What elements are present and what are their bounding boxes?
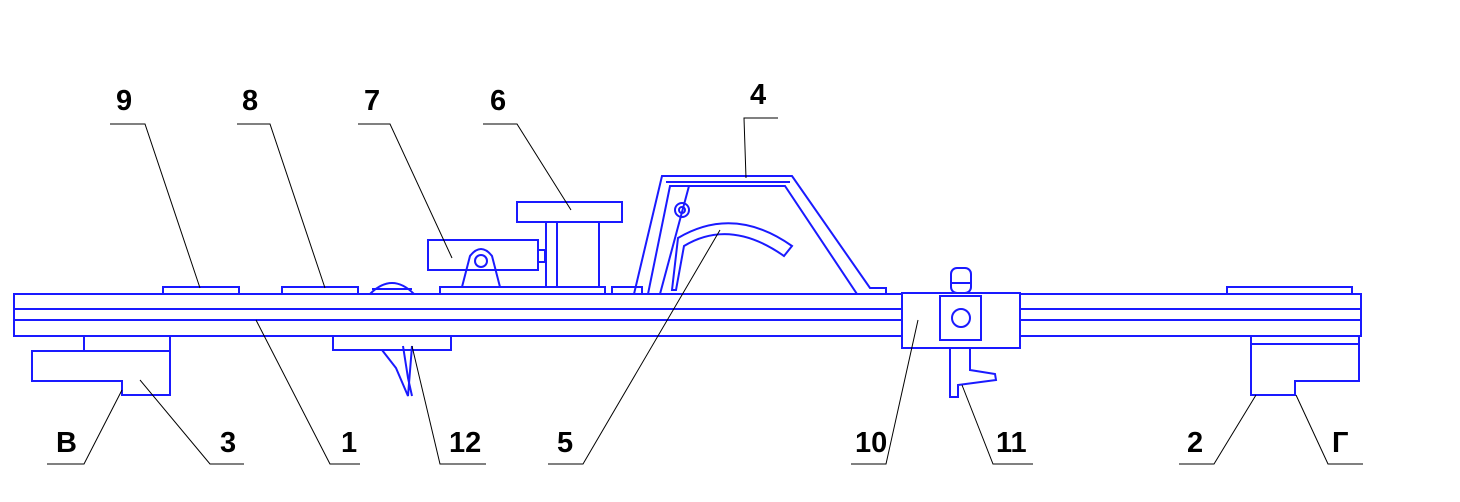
part-12-clamp <box>332 335 457 397</box>
label-2: 2 <box>1187 427 1203 459</box>
part-5-lever <box>670 222 794 291</box>
part-7-block <box>427 239 546 288</box>
rail <box>13 293 1362 337</box>
label-7: 7 <box>364 85 380 117</box>
base-plate <box>439 286 606 295</box>
part-4-housing <box>611 175 887 295</box>
plate-8 <box>281 286 359 295</box>
label-4: 4 <box>750 79 766 111</box>
right-top-plate <box>1226 286 1353 295</box>
leader-lines <box>47 117 1363 465</box>
label-6: 6 <box>490 85 506 117</box>
label-10: 10 <box>855 427 887 459</box>
left-support <box>31 335 171 396</box>
label-12: 12 <box>449 427 481 459</box>
plate-9 <box>162 286 240 295</box>
label-b: В <box>56 427 77 459</box>
label-3: 3 <box>220 427 236 459</box>
part-11-pawl <box>949 348 998 398</box>
dome-knob <box>369 282 415 295</box>
label-11: 11 <box>996 427 1027 459</box>
callout-labels: 9 8 7 6 4 В 3 1 12 5 10 11 2 Г <box>56 79 1348 459</box>
label-8: 8 <box>242 85 258 117</box>
part-6-post <box>516 201 623 288</box>
label-5: 5 <box>557 427 573 459</box>
label-9: 9 <box>116 85 132 117</box>
label-g: Г <box>1332 427 1348 459</box>
label-1: 1 <box>341 427 357 459</box>
right-support <box>1250 335 1360 396</box>
part-10-carriage <box>901 267 1021 349</box>
